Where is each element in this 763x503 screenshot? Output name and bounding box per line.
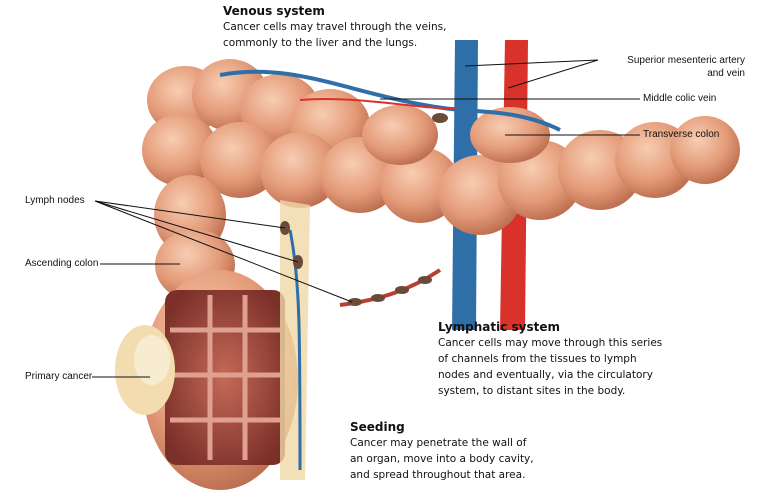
venous-system-callout: Venous system Cancer cells may travel th… <box>223 4 446 51</box>
superior-mesenteric-line: Superior mesenteric artery <box>627 55 745 66</box>
mesentery <box>280 200 310 480</box>
lymphatic-line: system, to distant sites in the body. <box>438 385 626 397</box>
seeding-line: an organ, move into a body cavity, <box>350 453 534 465</box>
ascending-colon-label: Ascending colon <box>25 258 99 269</box>
lymphatic-line: nodes and eventually, via the circulator… <box>438 369 653 381</box>
lymph-node-chain <box>280 113 448 306</box>
venous-line: Cancer cells may travel through the vein… <box>223 21 447 33</box>
primary-cancer-mass <box>115 325 175 415</box>
lymphatic-line: of channels from the tissues to lymph <box>438 353 637 365</box>
superior-mesenteric-label: Superior mesenteric artery and vein <box>627 54 745 80</box>
leader-lines <box>92 59 640 378</box>
middle-colic-artery <box>299 97 456 110</box>
transverse-colon <box>142 59 740 235</box>
seeding-line: Cancer may penetrate the wall of <box>350 437 527 449</box>
venous-system-title: Venous system <box>223 4 325 18</box>
seeding-callout: Seeding Cancer may penetrate the wall of… <box>350 420 534 483</box>
superior-mesenteric-line: and vein <box>707 68 745 79</box>
seeding-line: and spread throughout that area. <box>350 469 526 481</box>
lymphatic-line: Cancer cells may move through this serie… <box>438 337 663 349</box>
primary-cancer-label: Primary cancer <box>25 371 93 382</box>
lymphatic-system-title: Lymphatic system <box>438 320 561 334</box>
lymph-nodes-label: Lymph nodes <box>25 195 85 206</box>
middle-colic-vein-label: Middle colic vein <box>643 93 717 104</box>
ileocolic-vein <box>288 229 302 471</box>
middle-colic-vein <box>219 69 561 132</box>
lymphatic-system-callout: Lymphatic system Cancer cells may move t… <box>438 320 662 399</box>
transverse-colon-label: Transverse colon <box>643 129 720 140</box>
seeding-title: Seeding <box>350 420 405 434</box>
venous-line: commonly to the liver and the lungs. <box>223 37 418 49</box>
